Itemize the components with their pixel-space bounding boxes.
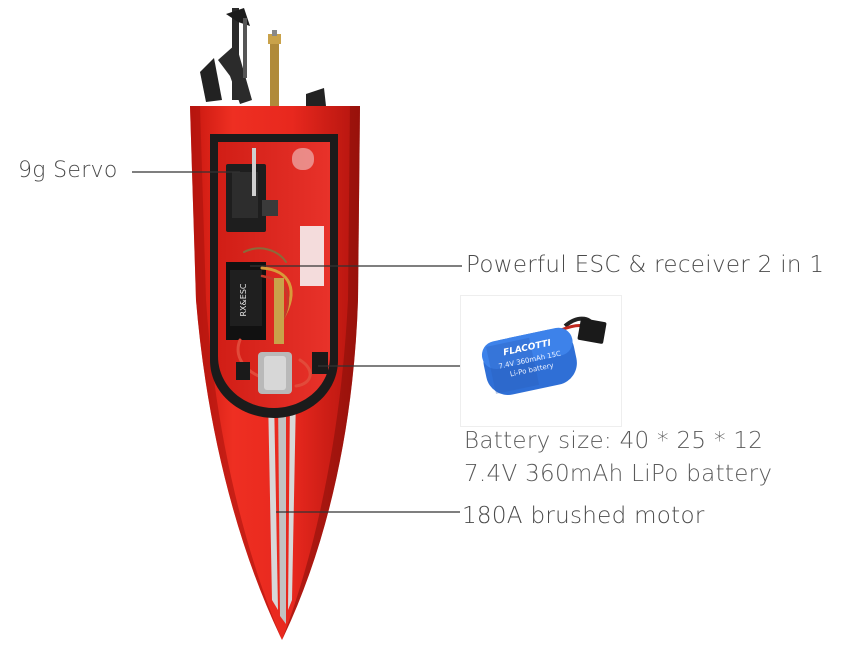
servo xyxy=(226,148,278,232)
hull-stripe-center xyxy=(278,396,286,624)
hull-stripe-left xyxy=(268,396,278,610)
brass-tube xyxy=(274,278,284,344)
rudder-assembly xyxy=(200,8,252,104)
callout-esc-receiver: Powerful ESC & receiver 2 in 1 xyxy=(466,252,825,278)
callout-battery-size: Battery size: 40 * 25 * 12 xyxy=(464,428,764,454)
foam-pad xyxy=(300,226,324,286)
board-label: RX&ESC xyxy=(239,283,248,316)
trim-tab xyxy=(306,88,326,106)
drive-shaft xyxy=(268,30,281,108)
leader-lines xyxy=(132,171,462,513)
esc-receiver-board: RX&ESC xyxy=(226,262,266,340)
callout-motor: 180A brushed motor xyxy=(462,503,705,529)
callout-servo: 9g Servo xyxy=(18,158,118,183)
battery-photo: FLACOTTI 7.4V 360mAh 15C Li-Po battery xyxy=(461,296,621,426)
motor xyxy=(236,352,328,394)
callout-battery-spec: 7.4V 360mAh LiPo battery xyxy=(464,461,773,487)
hull-stripe-right xyxy=(288,396,296,610)
